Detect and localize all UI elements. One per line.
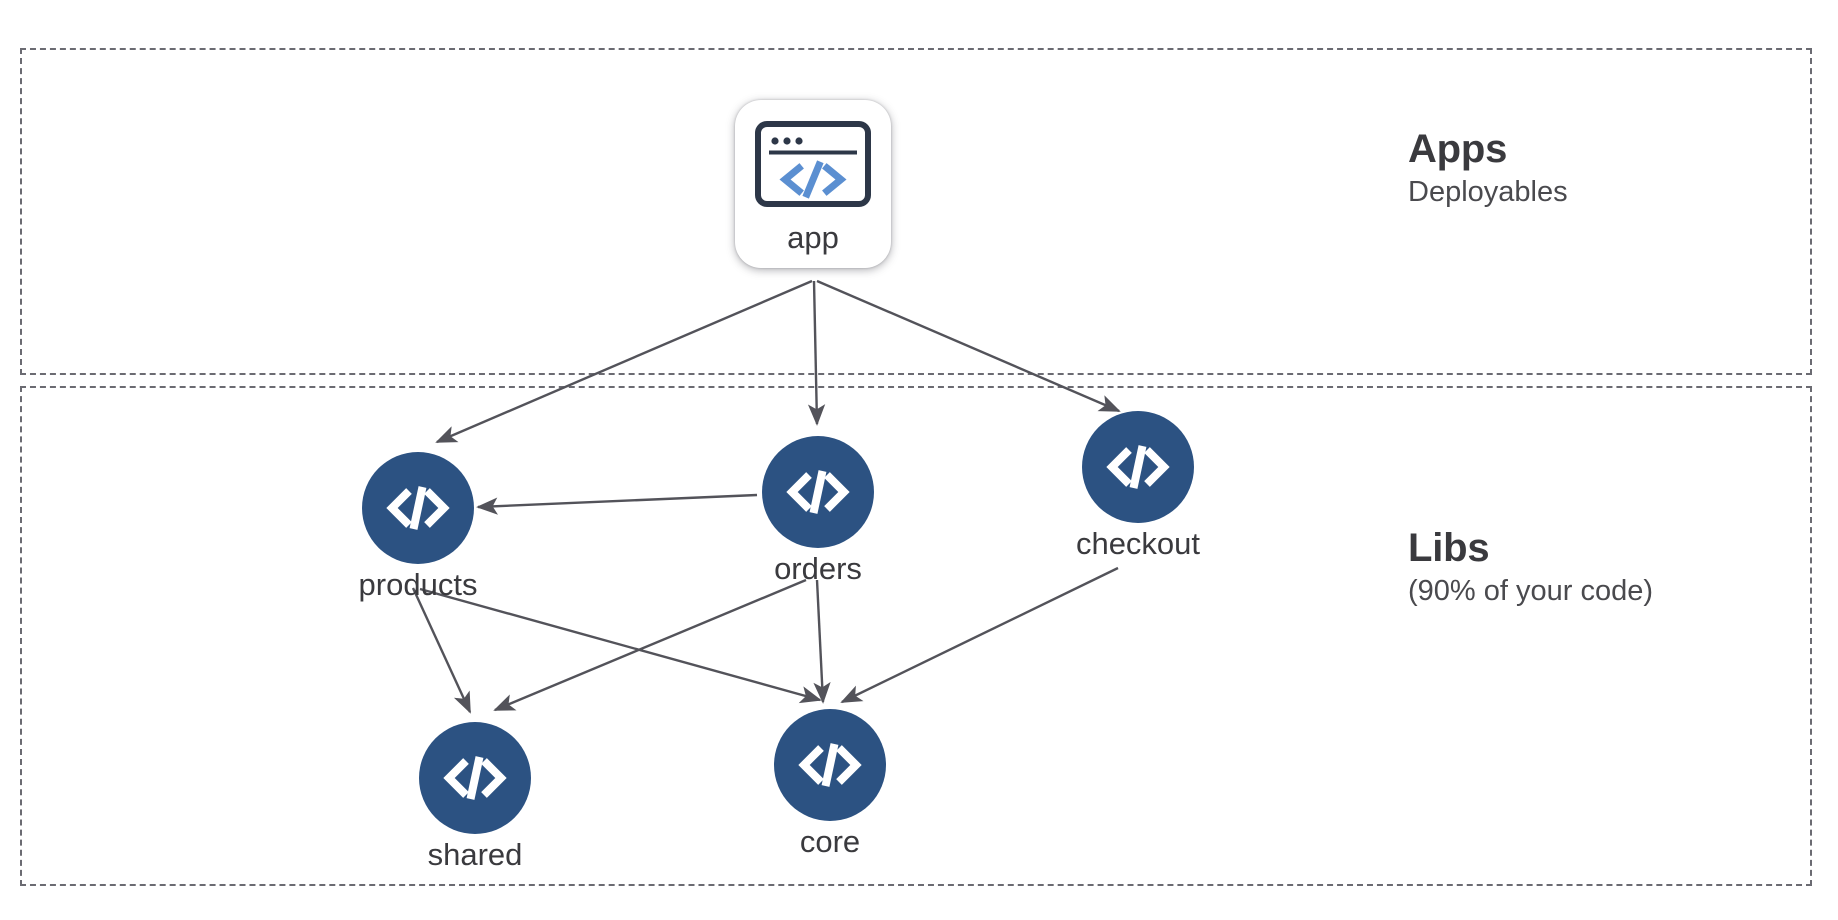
node-app-label: app (787, 220, 839, 255)
node-app[interactable]: app (735, 100, 891, 268)
node-checkout-label: checkout (1075, 526, 1201, 561)
legend-apps-subtitle: Deployables (1408, 176, 1568, 208)
edge-products-core (419, 587, 822, 704)
legend-libs: Libs (90% of your code) (1408, 527, 1653, 609)
zone-libs-boundary (20, 386, 1812, 886)
zone-apps-boundary (20, 48, 1812, 375)
legend-apps-title: Apps (1408, 127, 1508, 171)
code-brackets-icon (419, 722, 531, 834)
legend-libs-title: Libs (1408, 526, 1490, 570)
code-brackets-icon (1082, 411, 1194, 523)
edge-orders-products (476, 493, 758, 515)
code-brackets-icon (362, 452, 474, 564)
browser-code-icon (754, 120, 872, 208)
node-products-label: products (358, 567, 478, 602)
edge-app-orders (807, 280, 826, 426)
edge-app-checkout (816, 279, 1121, 413)
node-shared-label: shared (427, 837, 523, 872)
legend-libs-subtitle: (90% of your code) (1408, 575, 1654, 607)
node-orders-label: orders (774, 551, 862, 586)
code-brackets-icon (774, 709, 886, 821)
edge-app-products (435, 279, 813, 444)
edge-checkout-core (840, 566, 1119, 704)
node-core-label: core (799, 824, 861, 859)
edge-orders-core (813, 579, 831, 704)
code-brackets-icon (762, 436, 874, 548)
edge-products-shared (411, 587, 472, 714)
legend-apps: Apps Deployables (1408, 128, 1568, 210)
